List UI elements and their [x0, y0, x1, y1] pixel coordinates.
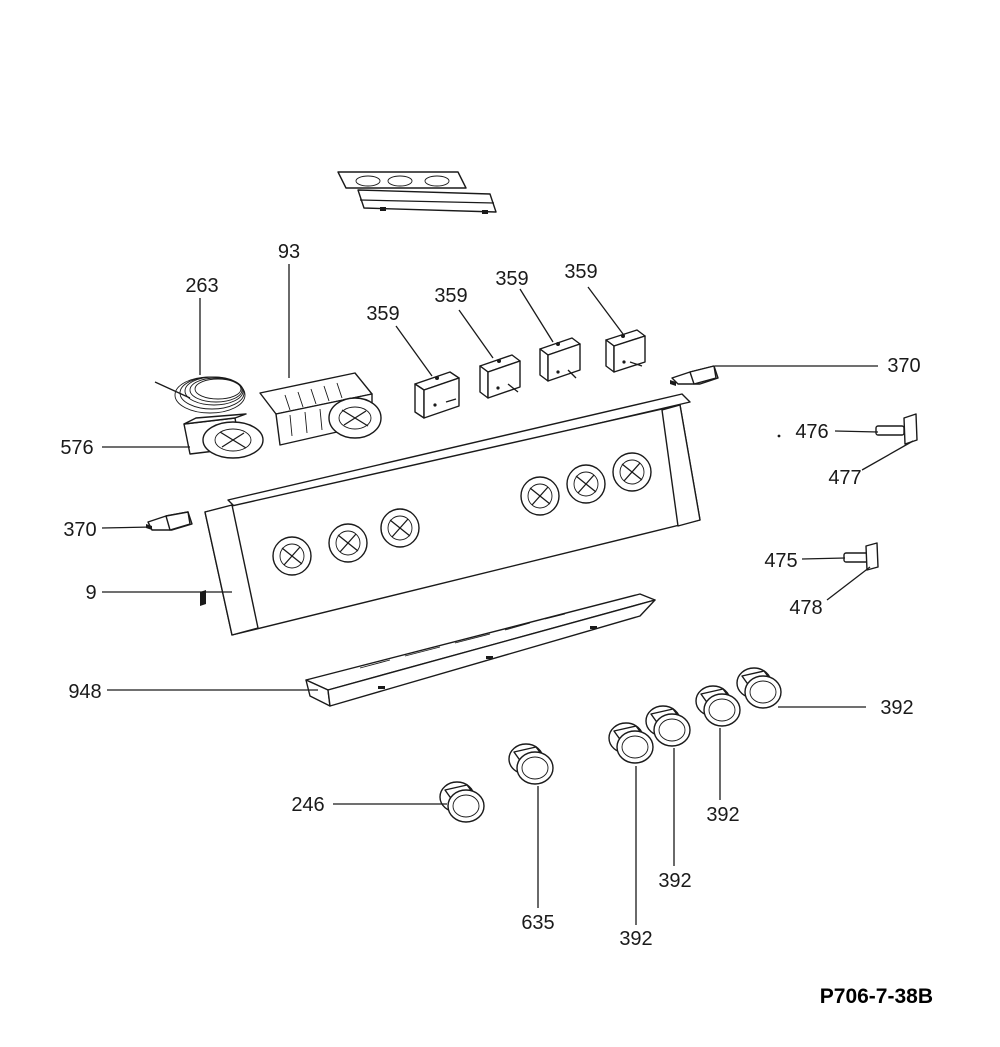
knob-392-c: [695, 685, 741, 727]
callout-948: 948: [68, 681, 101, 703]
panel-knob-hole-5: [566, 464, 606, 504]
callout-labels: 93 263 576 359 359 359 359 370 370 476 4…: [60, 241, 933, 1008]
knob-392-b: [645, 705, 691, 747]
callout-477: 477: [828, 467, 861, 489]
callout-246: 246: [291, 794, 324, 816]
switch-block-part: [259, 372, 382, 446]
callout-359-c: 359: [495, 268, 528, 290]
callout-392-a: 392: [880, 697, 913, 719]
callout-392-b: 392: [706, 804, 739, 826]
control-box-part-3: [539, 337, 581, 382]
clip-left-part: [146, 511, 193, 531]
callout-359-a: 359: [366, 303, 399, 325]
callout-392-c: 392: [658, 870, 691, 892]
callout-392-d: 392: [619, 928, 652, 950]
callout-370-left: 370: [63, 519, 96, 541]
control-box-part-2: [479, 354, 521, 399]
knob-392-a: [608, 722, 654, 764]
pin-476-477-part: [777, 413, 918, 445]
control-box-part-4: [605, 329, 646, 373]
drawing-code: P706-7-38B: [820, 985, 933, 1008]
bottom-rail-part: [305, 593, 656, 707]
callout-359-b: 359: [434, 285, 467, 307]
callout-93: 93: [278, 241, 300, 263]
panel-knob-hole-1: [272, 536, 312, 576]
top-bracket-part: [337, 171, 497, 214]
thermostat-coil-part: [154, 376, 264, 459]
callout-370-right: 370: [887, 355, 920, 377]
callout-263: 263: [185, 275, 218, 297]
callout-9: 9: [85, 582, 96, 604]
callout-476: 476: [795, 421, 828, 443]
clip-right-part: [670, 365, 719, 386]
knob-392-d: [736, 667, 782, 709]
panel-knob-hole-4: [520, 476, 560, 516]
callout-576: 576: [60, 437, 93, 459]
knob-635: [508, 743, 554, 785]
callout-478: 478: [789, 597, 822, 619]
panel-knob-hole-6: [612, 452, 652, 492]
callout-359-d: 359: [564, 261, 597, 283]
callout-635: 635: [521, 912, 554, 934]
panel-knob-hole-3: [380, 508, 420, 548]
control-box-part-1: [414, 371, 460, 419]
panel-knob-hole-2: [328, 523, 368, 563]
callout-475: 475: [764, 550, 797, 572]
leader-lines: [101, 264, 914, 925]
control-panel-part: [200, 393, 701, 636]
knob-246: [439, 781, 485, 823]
pin-475-478-part: [843, 542, 879, 571]
